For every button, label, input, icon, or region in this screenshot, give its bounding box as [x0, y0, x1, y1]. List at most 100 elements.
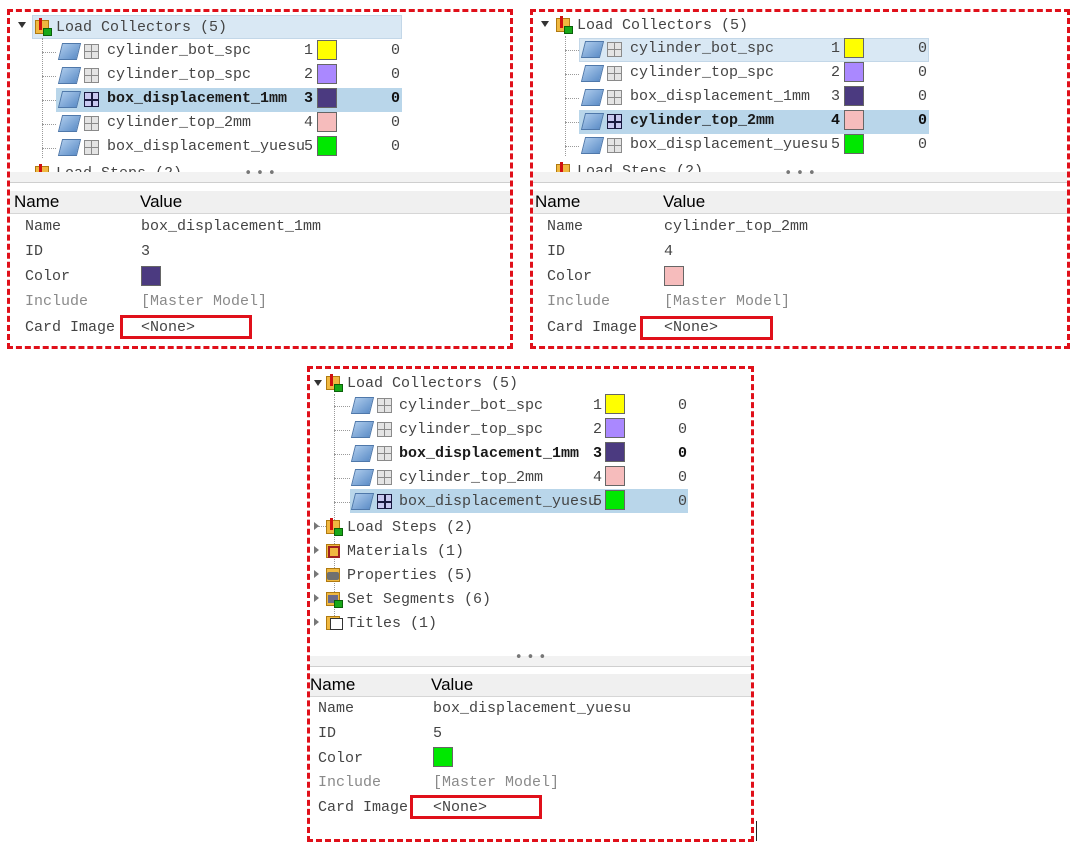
collector-count: 0	[678, 421, 688, 438]
expand-icon[interactable]	[314, 594, 319, 602]
load-steps-icon	[325, 518, 343, 536]
set-segments-icon	[325, 590, 343, 608]
expand-icon[interactable]	[314, 570, 319, 578]
collector-icon	[580, 89, 622, 106]
prop-label-card-image: Card Image	[25, 319, 116, 336]
splitter[interactable]: • • •	[533, 166, 1067, 183]
prop-value-card-image[interactable]: <None>	[433, 799, 488, 816]
tree-node-properties[interactable]: Properties (5)	[325, 564, 473, 586]
properties-icon	[325, 566, 343, 584]
titles-icon	[325, 614, 343, 632]
collector-icon	[57, 115, 99, 132]
collector-color-swatch	[844, 86, 864, 106]
selected-row-highlight	[350, 489, 688, 513]
prop-value-include: [Master Model]	[433, 774, 560, 791]
collector-name[interactable]: box_displacement_1mm	[630, 88, 811, 105]
collector-count: 0	[678, 397, 688, 414]
tree-root-load-collectors[interactable]: Load Collectors (5)	[325, 372, 518, 394]
selected-row-highlight	[579, 110, 929, 134]
collector-name[interactable]: cylinder_top_spc	[107, 66, 252, 83]
tree-node-load-steps-cut[interactable]: Load Steps (2)	[34, 162, 182, 172]
collector-count: 0	[918, 64, 928, 81]
collector-name[interactable]: cylinder_bot_spc	[107, 42, 252, 59]
root-row-highlight	[32, 15, 402, 39]
card-image-highlight-box	[120, 315, 252, 339]
prop-color-swatch[interactable]	[433, 747, 453, 767]
collector-id: 1	[831, 40, 841, 57]
collector-name[interactable]: box_displacement_1mm	[399, 445, 580, 462]
collector-count: 0	[678, 445, 688, 462]
collector-icon	[57, 67, 99, 84]
collector-name[interactable]: box_displacement_yuesu	[630, 136, 829, 153]
collector-id: 1	[593, 397, 603, 414]
prop-label-id: ID	[25, 243, 44, 260]
prop-value-name[interactable]: box_displacement_1mm	[141, 218, 322, 235]
collector-name[interactable]: cylinder_bot_spc	[399, 397, 544, 414]
prop-label-include: Include	[318, 774, 382, 791]
properties-header: Name Value	[310, 674, 751, 697]
prop-value-card-image[interactable]: <None>	[141, 319, 196, 336]
collector-name[interactable]: cylinder_top_2mm	[107, 114, 252, 131]
collector-icon	[350, 421, 392, 438]
card-image-highlight-box	[640, 316, 773, 340]
prop-value-id[interactable]: 3	[141, 243, 151, 260]
prop-value-id[interactable]: 4	[664, 243, 674, 260]
collector-id: 2	[304, 66, 314, 83]
collector-id: 2	[593, 421, 603, 438]
expand-icon[interactable]	[314, 618, 319, 626]
collector-name[interactable]: cylinder_bot_spc	[630, 40, 775, 57]
prop-color-swatch[interactable]	[664, 266, 684, 286]
prop-label-color: Color	[318, 750, 364, 767]
expand-icon[interactable]	[314, 546, 319, 554]
prop-label-card-image: Card Image	[318, 799, 409, 816]
expand-icon[interactable]	[314, 522, 319, 530]
tree-node-load-steps[interactable]: Load Steps (2)	[325, 516, 473, 538]
panel-cylinder-top-2mm: Load Collectors (5) cylinder_bot_spc 1 0…	[530, 9, 1070, 349]
tree-clip: Load Steps (2)	[533, 160, 1067, 172]
splitter[interactable]: • • •	[310, 650, 751, 667]
prop-value-id[interactable]: 5	[433, 725, 443, 742]
prop-value-include: [Master Model]	[664, 293, 791, 310]
collector-icon	[350, 445, 392, 462]
collector-name[interactable]: cylinder_top_spc	[630, 64, 775, 81]
prop-value-card-image[interactable]: <None>	[664, 319, 719, 336]
collector-name[interactable]: box_displacement_yuesu	[107, 138, 306, 155]
prop-label-name: Name	[25, 218, 62, 235]
prop-label-name: Name	[318, 700, 355, 717]
prop-label-color: Color	[25, 268, 71, 285]
collector-name-selected[interactable]: box_displacement_1mm	[107, 90, 288, 107]
collector-icon	[580, 65, 622, 82]
splitter[interactable]: • • •	[10, 166, 510, 183]
tree-node-titles[interactable]: Titles (1)	[325, 612, 437, 634]
collector-name[interactable]: cylinder_top_2mm	[399, 469, 544, 486]
panel-box-displacement-yuesu: Load Collectors (5) cylinder_bot_spc 1 0…	[307, 366, 757, 842]
collector-icon	[57, 91, 99, 108]
tree-node-load-steps-cut[interactable]: Load Steps (2)	[555, 160, 703, 172]
collector-count: 0	[391, 42, 401, 59]
collapse-icon[interactable]	[541, 21, 549, 27]
tree-node-set-segments[interactable]: Set Segments (6)	[325, 588, 491, 610]
prop-value-name[interactable]: box_displacement_yuesu	[433, 700, 632, 717]
collector-color-swatch	[317, 40, 337, 60]
collector-name-selected[interactable]: box_displacement_yuesu	[399, 493, 598, 510]
collector-color-swatch	[605, 394, 625, 414]
collector-name-selected[interactable]: cylinder_top_2mm	[630, 112, 775, 129]
collector-id: 5	[304, 138, 314, 155]
collector-color-swatch	[317, 88, 337, 108]
collector-count: 0	[918, 40, 928, 57]
collector-color-swatch	[605, 490, 625, 510]
collapse-icon[interactable]	[314, 380, 322, 386]
collector-name[interactable]: cylinder_top_spc	[399, 421, 544, 438]
tree-node-materials[interactable]: Materials (1)	[325, 540, 464, 562]
tree-root-load-collectors[interactable]: Load Collectors (5)	[34, 16, 227, 38]
collector-count: 0	[391, 90, 401, 107]
load-collectors-icon	[325, 374, 343, 392]
tree-root-load-collectors[interactable]: Load Collectors (5)	[555, 14, 748, 36]
prop-label-name: Name	[547, 218, 584, 235]
prop-value-name[interactable]: cylinder_top_2mm	[664, 218, 809, 235]
prop-color-swatch[interactable]	[141, 266, 161, 286]
collapse-icon[interactable]	[18, 22, 26, 28]
prop-label-include: Include	[547, 293, 611, 310]
collector-count: 0	[391, 138, 401, 155]
collector-color-swatch	[605, 442, 625, 462]
